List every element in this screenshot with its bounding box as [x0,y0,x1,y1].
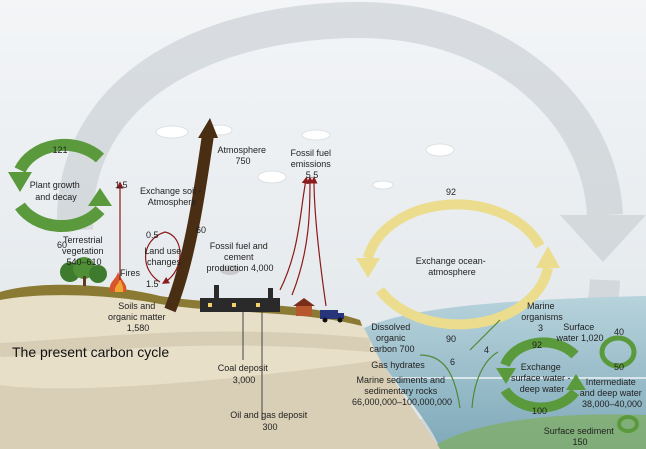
plant-flux-bottom: 60 [57,240,67,250]
intermediate-water-label: Intermediate and deep water 38,000–40,00… [580,377,645,409]
sediment-flux-arrows [419,319,501,409]
gas-flux-6: 6 [450,357,455,367]
ocean-flux-top: 92 [446,187,456,197]
surface-water-label: Surface water 1,020 [555,322,603,343]
plant-arrow-right [88,188,112,206]
soil-flux-60: 60 [196,225,206,235]
marine-sediments-label: Marine sediments and sedimentary rocks 6… [352,375,452,407]
land-flux-0-5: 0.5 [146,230,159,240]
fossil-emissions-label: Fossil fuel emissions 5.5 [290,148,333,180]
seafloor [430,414,646,449]
ocean-arrow-right [536,246,560,268]
plant-flux-top: 121 [52,145,67,155]
soil-atmosphere-arrow [164,118,218,313]
rock-band [0,331,371,357]
surface-small-cycle [599,335,637,369]
plant-arrow-left [8,172,32,192]
soils-label: Soils and organic matter 1,580 [108,301,168,333]
plant-growth-cycle [14,138,105,233]
exchange-soil-label: Exchange soil - Atmosphere [140,186,204,207]
diagram-title: The present carbon cycle [12,344,169,360]
oil-gas-label: Oil and gas deposit 300 [230,410,310,432]
surface-flux-50: 50 [614,362,624,372]
plant-growth-label: Plant growth and decay [30,180,83,202]
deep-flux-92: 92 [532,340,542,350]
atmosphere-label: Atmosphere 750 [217,145,268,166]
factory-icon [200,265,280,420]
deep-arrow-left [496,368,516,384]
ocean-flux-bottom: 90 [446,334,456,344]
deep-rock [0,360,440,449]
trees [60,257,107,286]
red-flux-arrows [116,176,327,307]
fires-label: Fires [120,268,140,278]
exchange-surface-label: Exchange surface water - deep water [511,362,573,394]
fossil-cement-label: Fossil fuel and cement production 4,000 [206,241,273,273]
house-icon [293,298,315,316]
surface-flux-40: 40 [614,327,624,337]
dissolved-carbon-label: Dissolved organic carbon 700 [369,322,414,354]
ocean-arrow-left [356,258,380,278]
sediment-small-cycle [617,415,639,433]
terrestrial-vegetation-label: Terrestrial vegetation 540–610 [62,235,106,267]
land-flux-1-5: 1.5 [146,279,159,289]
deep-flux-100: 100 [532,406,547,416]
deep-water-cycle [500,337,579,413]
flux-1-5-top: 1.5 [115,180,128,190]
gas-flux-4: 4 [484,345,489,355]
fire-icon [109,272,127,292]
land-use-label: Land use changes [144,246,184,267]
deep-arrow-right [566,374,586,390]
coal-deposit-label: Coal deposit 3,000 [218,363,271,385]
surface-sediment-label: Surface sediment 150 [544,426,617,447]
marine-organisms-label: Marine organisms [521,301,563,322]
soil-layer [0,284,362,326]
truck-icon [320,310,344,323]
gas-hydrates-label: Gas hydrates [371,360,425,370]
exchange-ocean-label: Exchange ocean- atmosphere [416,256,489,277]
ocean-atmosphere-cycle [363,199,553,330]
marine-flux-3: 3 [538,323,543,333]
